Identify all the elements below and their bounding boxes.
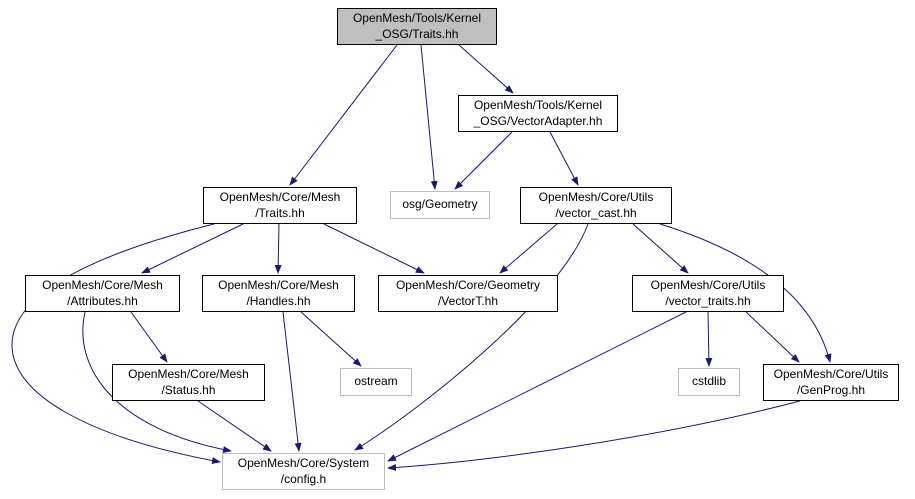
edge-attributes-status: [130, 311, 168, 363]
edge-attributes-config: [82, 311, 232, 453]
node-mesh-traits[interactable]: OpenMesh/Core/Mesh /Traits.hh: [203, 187, 357, 224]
edge-kernel-osg-traits-vector-adapter: [458, 44, 514, 94]
node-label: OpenMesh/Core/Mesh /Status.hh: [128, 367, 249, 397]
node-label: OpenMesh/Core/Utils /vector_cast.hh: [538, 190, 654, 220]
edge-vector-cast-config: [354, 223, 589, 451]
edge-genprog-config: [387, 400, 801, 471]
edge-handles-config: [282, 311, 302, 452]
node-label: OpenMesh/Core/Utils /vector_traits.hh: [650, 278, 766, 308]
node-osg-geometry: osg/Geometry: [390, 191, 490, 219]
edge-vector-traits-cstdlib: [705, 311, 713, 367]
node-vector-adapter[interactable]: OpenMesh/Tools/Kernel _OSG/VectorAdapter…: [458, 95, 618, 132]
edge-vector-traits-config: [387, 311, 687, 462]
node-label: OpenMesh/Core/Mesh /Handles.hh: [218, 278, 339, 308]
node-attributes[interactable]: OpenMesh/Core/Mesh /Attributes.hh: [25, 275, 180, 312]
edge-status-config: [197, 400, 272, 452]
edge-vector-cast-vector-traits: [632, 223, 689, 274]
edge-vector-cast-vectort: [499, 223, 558, 274]
node-label: OpenMesh/Tools/Kernel _OSG/VectorAdapter…: [473, 98, 603, 128]
edge-kernel-osg-traits-mesh-traits: [289, 44, 398, 186]
node-ostream: ostream: [340, 368, 412, 396]
edge-mesh-traits-handles: [274, 223, 282, 274]
node-genprog[interactable]: OpenMesh/Core/Utils /GenProg.hh: [763, 364, 899, 401]
node-label: OpenMesh/Core/System /config.h: [237, 456, 370, 486]
edge-vector-adapter-vector-cast: [549, 131, 579, 186]
node-vector-cast[interactable]: OpenMesh/Core/Utils /vector_cast.hh: [520, 187, 672, 224]
node-vectort[interactable]: OpenMesh/Core/Geometry /VectorT.hh: [378, 275, 558, 312]
edge-mesh-traits-config: [11, 223, 221, 464]
node-label: OpenMesh/Core/Geometry /VectorT.hh: [395, 278, 541, 308]
node-label: ostream: [354, 374, 398, 389]
edge-kernel-osg-traits-osg-geometry: [420, 44, 438, 190]
node-handles[interactable]: OpenMesh/Core/Mesh /Handles.hh: [202, 275, 355, 312]
edge-mesh-traits-vectort: [323, 223, 425, 274]
edge-vector-traits-genprog: [745, 311, 800, 363]
node-label: OpenMesh/Core/Mesh /Attributes.hh: [42, 278, 163, 308]
edge-mesh-traits-attributes: [141, 223, 244, 274]
node-label: OpenMesh/Tools/Kernel _OSG/Traits.hh: [352, 11, 482, 41]
edge-handles-ostream: [300, 311, 362, 367]
node-kernel-osg-traits: OpenMesh/Tools/Kernel _OSG/Traits.hh: [337, 8, 497, 45]
node-label: osg/Geometry: [402, 197, 478, 212]
node-label: OpenMesh/Core/Utils /GenProg.hh: [773, 367, 889, 397]
node-cstdlib: cstdlib: [678, 368, 740, 396]
node-config: OpenMesh/Core/System /config.h: [222, 453, 385, 490]
node-status[interactable]: OpenMesh/Core/Mesh /Status.hh: [112, 364, 265, 401]
node-vector-traits[interactable]: OpenMesh/Core/Utils /vector_traits.hh: [632, 275, 784, 312]
node-label: cstdlib: [691, 374, 726, 389]
edge-vector-adapter-osg-geometry: [454, 131, 513, 190]
node-label: OpenMesh/Core/Mesh /Traits.hh: [219, 190, 341, 220]
